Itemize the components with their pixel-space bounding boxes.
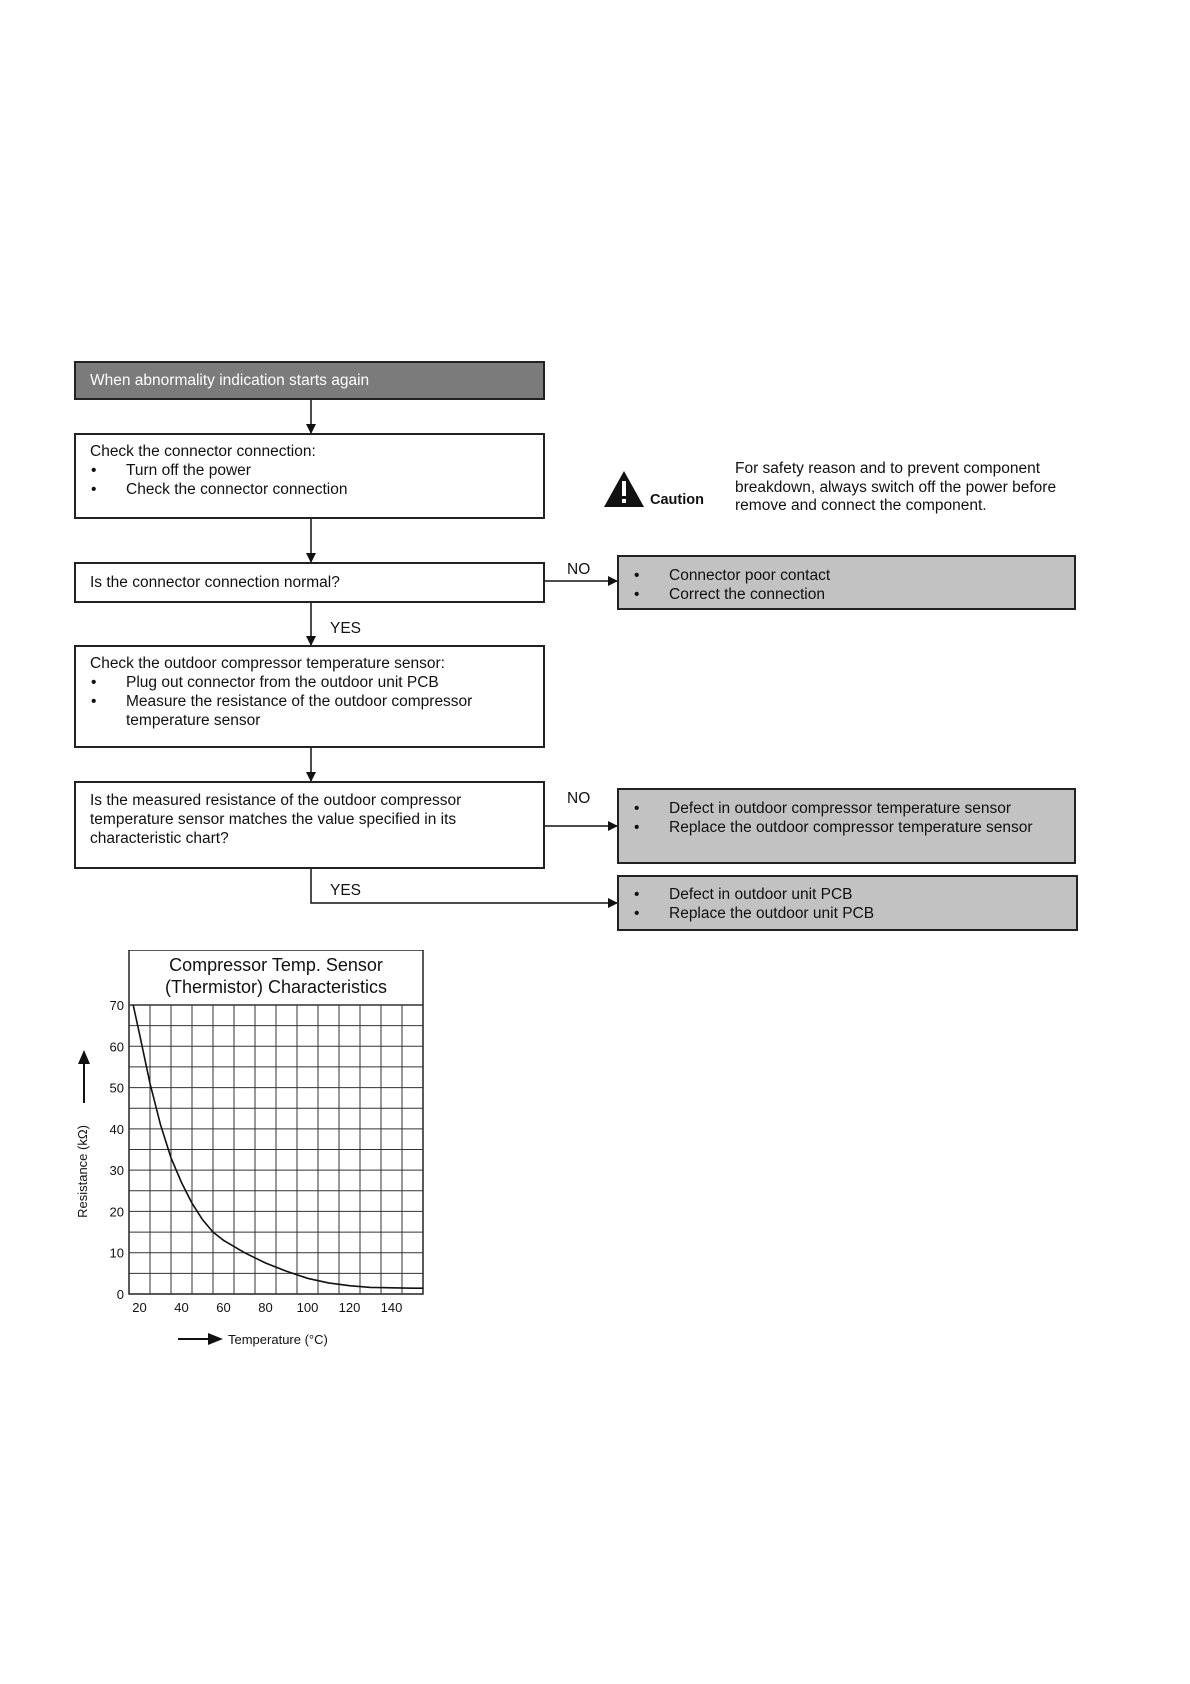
y-tick-label: 70 [110,998,124,1013]
right-arrow-icon [208,1333,223,1345]
x-tick-label: 40 [174,1300,188,1315]
start-box: When abnormality indication starts again [74,361,545,400]
x-tick-label: 140 [381,1300,403,1315]
y-tick-label: 50 [110,1081,124,1096]
result-connector-box: Connector poor contact Correct the conne… [617,555,1076,610]
result-connector-item-2: Correct the connection [633,585,1060,604]
check-sensor-title: Check the outdoor compressor temperature… [90,655,445,672]
caution-text: For safety reason and to prevent compone… [735,460,1057,514]
y-tick-label: 10 [110,1246,124,1261]
check-connector-item-2: Check the connector connection [90,480,529,499]
y-tick-label: 30 [110,1163,124,1178]
check-sensor-box: Check the outdoor compressor temperature… [74,645,545,748]
result-sensor-box: Defect in outdoor compressor temperature… [617,788,1076,864]
check-sensor-item-1: Plug out connector from the outdoor unit… [90,673,529,692]
result-sensor-item-2: Replace the outdoor compressor temperatu… [633,818,1060,837]
chart-title-line: (Thermistor) Characteristics [165,977,387,997]
warning-triangle-icon [604,471,644,507]
check-connector-box: Check the connector connection: Turn off… [74,433,545,519]
decision-resistance-box: Is the measured resistance of the outdoo… [74,781,545,869]
x-tick-label: 60 [216,1300,230,1315]
x-tick-label: 80 [258,1300,272,1315]
y-tick-label: 40 [110,1122,124,1137]
y-tick-label: 0 [117,1287,124,1302]
chart-title-line: Compressor Temp. Sensor [169,955,383,975]
check-connector-item-1: Turn off the power [90,461,529,480]
decision-resistance-text: Is the measured resistance of the outdoo… [90,792,462,847]
arrow-decision2-yes [310,869,618,908]
decision-connector-normal: Is the connector connection normal? [74,562,545,603]
resistance-curve [132,1004,423,1289]
start-text: When abnormality indication starts again [90,372,370,389]
decision2-yes-label: YES [330,882,362,899]
decision2-no-label: NO [567,790,591,807]
result-sensor-item-1: Defect in outdoor compressor temperature… [633,799,1060,818]
x-tick-label: 100 [297,1300,319,1315]
caution-label: Caution [650,492,704,508]
y-tick-label: 60 [110,1039,124,1054]
result-pcb-item-2: Replace the outdoor unit PCB [633,904,1062,923]
thermistor-chart: Compressor Temp. Sensor(Thermistor) Char… [75,950,424,1347]
decision1-no-label: NO [567,561,591,578]
y-tick-label: 20 [110,1204,124,1219]
result-pcb-box: Defect in outdoor unit PCB Replace the o… [617,875,1078,931]
result-pcb-item-1: Defect in outdoor unit PCB [633,885,1062,904]
decision-connector-text: Is the connector connection normal? [90,574,340,591]
result-connector-item-1: Connector poor contact [633,566,1060,585]
check-sensor-item-2: Measure the resistance of the outdoor co… [90,692,506,730]
check-connector-title: Check the connector connection: [90,443,316,460]
up-arrow-icon [78,1050,90,1064]
x-tick-label: 20 [132,1300,146,1315]
decision1-yes-label: YES [330,620,362,637]
x-axis-label: Temperature (°C) [228,1332,328,1347]
x-tick-label: 120 [339,1300,361,1315]
y-axis-label: Resistance (kΩ) [75,1125,90,1218]
